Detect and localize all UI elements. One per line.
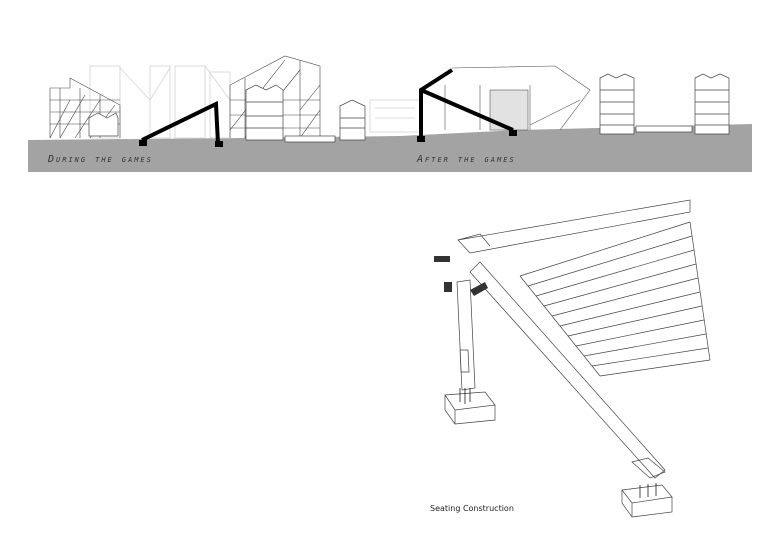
- footing-right: [621, 484, 673, 518]
- background-buildings-right: [369, 99, 421, 133]
- ground-section: [28, 124, 752, 172]
- roof-beam: [457, 199, 691, 254]
- stadium-structure-after: [444, 65, 591, 131]
- detail-caption: Seating Construction: [430, 504, 514, 513]
- column: [456, 279, 476, 391]
- seating-steps: [519, 221, 711, 377]
- section-label-after: After the games: [417, 154, 516, 165]
- connection-details: [434, 256, 488, 296]
- permanent-structure-after: [417, 68, 517, 142]
- section-label-during: During the games: [48, 154, 153, 165]
- seating-construction-drawing: [444, 199, 711, 518]
- footing-left: [444, 391, 496, 425]
- raked-beam: [469, 261, 666, 479]
- buildings-right: [599, 73, 730, 135]
- temporary-structure-during: [139, 100, 223, 147]
- buildings-left: [88, 84, 366, 143]
